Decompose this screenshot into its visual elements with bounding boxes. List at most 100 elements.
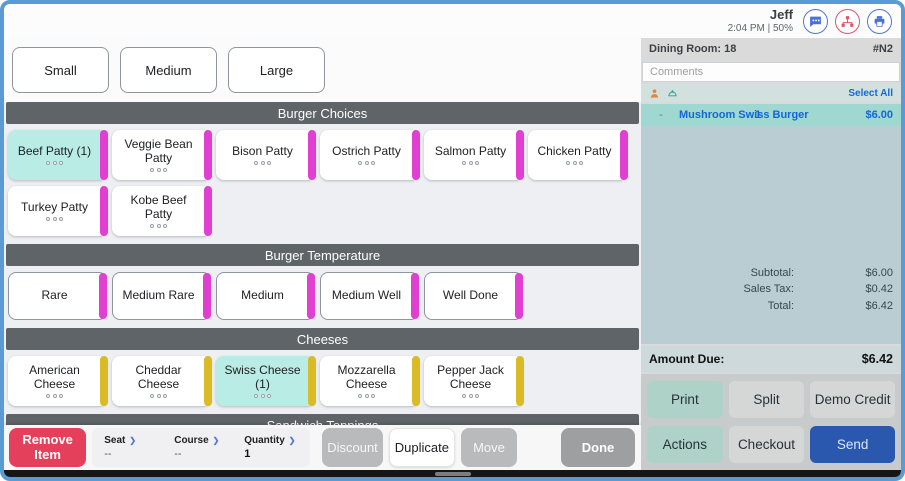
chevron-right-icon [289,435,296,446]
accent-bar [516,356,524,406]
accent-bar [100,186,108,236]
option-label: Beef Patty (1) [17,143,92,158]
option-button-american-cheese[interactable]: American Cheese [8,356,108,406]
course-field[interactable]: Course -- [166,435,236,460]
course-cloche-icon[interactable] [667,88,678,99]
quantity-label: Quantity [244,435,298,446]
option-button-swiss-cheese-1[interactable]: Swiss Cheese (1) [216,356,316,406]
option-button-medium-rare[interactable]: Medium Rare [112,272,211,320]
options-dots-icon [254,161,271,166]
option-label: Ostrich Patty [332,143,401,158]
actions-button[interactable]: Actions [647,426,723,463]
total-label: Total: [767,299,794,312]
send-button[interactable]: Send [810,426,895,463]
section-header-burger-temperature: Burger Temperature [6,244,639,266]
course-value: -- [174,448,182,460]
option-button-medium-well[interactable]: Medium Well [320,272,419,320]
chat-icon [809,15,822,28]
move-button[interactable]: Move [461,428,517,467]
order-item-row[interactable]: - Mushroom Swiss Burger 1 $6.00 [641,104,901,126]
print-button[interactable] [867,8,892,34]
option-label: Well Done [442,288,499,303]
printer-icon [873,15,886,28]
field-label-text: Quantity [244,435,285,446]
options-dots-icon [358,394,375,399]
duplicate-button[interactable]: Duplicate [388,428,455,467]
print-button[interactable]: Print [647,381,723,418]
options-dots-icon [150,394,167,399]
clock-battery-status: 2:04 PM | 50% [727,22,793,34]
option-button-kobe-beef-patty[interactable]: Kobe Beef Patty [112,186,212,236]
order-toolbar: Select All [641,84,901,102]
order-header: Dining Room: 18 #N2 [641,38,901,60]
option-button-well-done[interactable]: Well Done [424,272,523,320]
option-button-chicken-patty[interactable]: Chicken Patty [528,130,628,180]
options-dots-icon [46,161,63,166]
option-label: Salmon Patty [434,143,507,158]
item-name: Mushroom Swiss Burger [679,109,809,121]
checkout-button[interactable]: Checkout [728,426,805,463]
discount-button[interactable]: Discount [322,428,383,467]
split-button[interactable]: Split [728,381,805,418]
option-label: Medium Well [331,288,402,303]
option-button-veggie-bean-patty[interactable]: Veggie Bean Patty [112,130,212,180]
size-button-small[interactable]: Small [12,47,109,93]
accent-bar [307,273,315,319]
option-button-mozzarella-cheese[interactable]: Mozzarella Cheese [320,356,420,406]
order-number: #N2 [872,43,893,55]
option-button-pepper-jack-cheese[interactable]: Pepper Jack Cheese [424,356,524,406]
chevron-right-icon [129,435,136,446]
size-button-large[interactable]: Large [228,47,325,93]
accent-bar [308,356,316,406]
option-button-rare[interactable]: Rare [8,272,107,320]
field-label-text: Seat [104,435,126,446]
options-dots-icon [254,394,271,399]
option-button-beef-patty-1[interactable]: Beef Patty (1) [8,130,108,180]
option-button-medium[interactable]: Medium [216,272,315,320]
home-handle-icon[interactable] [434,471,471,476]
chevron-right-icon [213,435,220,446]
option-button-salmon-patty[interactable]: Salmon Patty [424,130,524,180]
comments-input[interactable] [642,62,900,82]
total-value: $6.42 [865,299,893,312]
option-button-cheddar-cheese[interactable]: Cheddar Cheese [112,356,212,406]
select-all-link[interactable]: Select All [848,87,893,99]
total-label: Subtotal: [750,266,794,279]
messages-button[interactable] [803,8,828,34]
accent-bar [203,273,211,319]
option-button-ostrich-patty[interactable]: Ostrich Patty [320,130,420,180]
item-collapse-mark[interactable]: - [659,109,663,121]
accent-bar [100,130,108,180]
network-button[interactable] [835,8,860,34]
seat-label: Seat [104,435,158,446]
seat-field[interactable]: Seat -- [96,435,166,460]
remove-item-button[interactable]: Remove Item [9,428,87,467]
option-label: Mozzarella Cheese [337,362,396,391]
seat-person-icon[interactable] [649,88,660,99]
top-bar: Jeff 2:04 PM | 50% [4,4,901,38]
home-strip [4,470,901,477]
size-button-medium[interactable]: Medium [120,47,217,93]
accent-bar [100,356,108,406]
demo-credit-button[interactable]: Demo Credit [810,381,895,418]
done-button[interactable]: Done [561,428,635,467]
total-value: $0.42 [865,283,893,295]
total-row-subtotal: Subtotal:$6.00 [649,265,893,282]
course-label: Course [174,435,228,446]
option-label: Cheddar Cheese [135,362,182,391]
total-label: Sales Tax: [743,283,794,295]
option-label: Medium [241,288,284,303]
option-button-turkey-patty[interactable]: Turkey Patty [8,186,108,236]
seat-value: -- [104,448,112,460]
accent-bar [411,273,419,319]
option-button-bison-patty[interactable]: Bison Patty [216,130,316,180]
quantity-field[interactable]: Quantity1 [236,435,306,460]
option-label: Pepper Jack Cheese [437,362,504,391]
table-label: Dining Room: 18 [649,43,737,55]
